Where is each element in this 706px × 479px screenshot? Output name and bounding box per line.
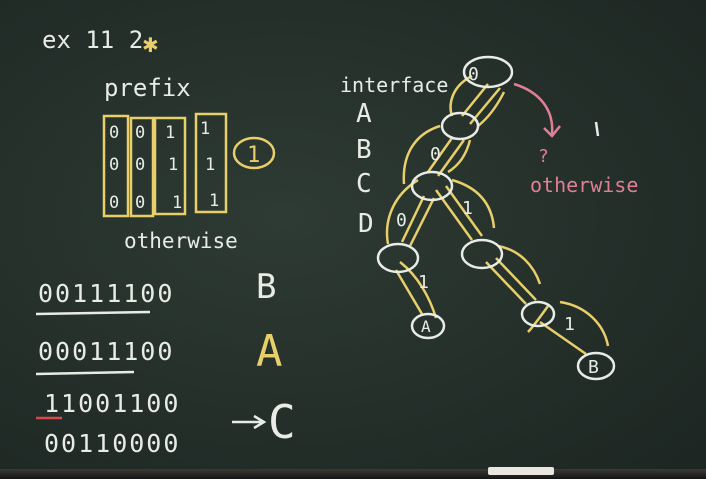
- title-text: ex 11 2: [42, 26, 143, 54]
- edge-label: 1: [564, 314, 575, 335]
- interface-label: interface: [340, 73, 448, 97]
- tree-node: [440, 111, 480, 141]
- arrow-to-c: [232, 414, 267, 430]
- edge-label: 1: [418, 272, 429, 293]
- circled-one-text: 1: [247, 143, 260, 168]
- prefix-box-1: [102, 114, 130, 218]
- tree-edge: [495, 257, 537, 301]
- edge-label: 0: [430, 144, 441, 165]
- star-mark: ✱: [142, 33, 159, 57]
- pink-question-mark: ?: [538, 146, 549, 167]
- tree-nodes: [376, 55, 616, 381]
- eraser: [488, 467, 554, 475]
- tree-node-root: [462, 55, 514, 89]
- leaf-a-label: A: [421, 317, 431, 336]
- tree-arrow: [559, 300, 610, 347]
- interface-item: C: [356, 169, 372, 199]
- tree-edge: [444, 185, 484, 237]
- prefix-digit: 0: [109, 193, 119, 213]
- otherwise-left: otherwise: [124, 229, 238, 253]
- interface-list: A B C D: [356, 99, 374, 239]
- prefix-digit: 1: [205, 155, 215, 175]
- tree-edge: [485, 261, 527, 305]
- prefix-box-4: [194, 112, 228, 214]
- prefix-digits: 0 0 0 0 0 0 1 1 1 1 1 1: [109, 119, 219, 213]
- interface-item: B: [356, 135, 372, 165]
- prefix-digit: 1: [172, 193, 182, 213]
- tree-arrow: [527, 305, 550, 333]
- binary-row-2-letter: A: [256, 326, 283, 377]
- tree-edge: [426, 137, 454, 173]
- binary-row-3: 11001100: [44, 389, 180, 418]
- interface-item: D: [358, 209, 374, 239]
- prefix-digit: 0: [135, 193, 145, 213]
- prefix-boxes: [102, 112, 228, 218]
- chalk-ledge: [0, 469, 706, 479]
- leaf-b-label: B: [588, 357, 599, 378]
- prefix-digit: 0: [109, 123, 119, 143]
- prefix-box-2: [129, 116, 155, 218]
- tree-edge: [461, 83, 489, 117]
- tree-leaf-b: [576, 351, 616, 381]
- interface-item: A: [356, 99, 372, 129]
- tree-node: [520, 300, 556, 328]
- tree-leaf-a: [410, 312, 446, 340]
- binary-row-1: 00111100: [38, 279, 174, 308]
- prefix-digit: 1: [165, 123, 175, 143]
- binary-row-4-letter: C: [268, 395, 296, 449]
- tree-node: [460, 238, 504, 270]
- tree-arrow: [399, 261, 438, 319]
- tree-edge: [539, 320, 587, 356]
- binary-row-1-letter: B: [256, 267, 276, 307]
- tree-edge: [394, 269, 424, 315]
- binary-row-2: 00011100: [38, 337, 174, 366]
- tree-arrow: [477, 91, 506, 127]
- edge-label: 1: [462, 198, 473, 219]
- edge-label: 0: [396, 210, 407, 231]
- tree-arrow: [402, 124, 441, 185]
- otherwise-arrow: [513, 82, 561, 138]
- tree-edge: [408, 197, 436, 247]
- underline-row-1: [35, 310, 151, 316]
- circled-one-outline: [232, 136, 276, 170]
- prefix-digit: 0: [135, 155, 145, 175]
- prefix-digit: 1: [209, 191, 219, 211]
- tree-node: [376, 242, 420, 274]
- tree-edge-labels: 0 0 1 0 1 1: [396, 64, 575, 335]
- tree-arrow: [451, 178, 496, 229]
- prefix-box-3: [153, 116, 187, 216]
- prefix-label: prefix: [104, 74, 191, 102]
- tree-node: [410, 170, 454, 202]
- edge-label: 0: [468, 64, 479, 85]
- tree-arrow: [497, 244, 542, 285]
- prefix-digit: 1: [200, 119, 210, 139]
- underline-row-2: [35, 370, 135, 376]
- prefix-digit: 0: [109, 155, 119, 175]
- chalk-tick: [594, 121, 600, 137]
- tree-edge: [436, 139, 466, 177]
- binary-row-4: 00110000: [44, 429, 180, 458]
- prefix-digit: 0: [135, 123, 145, 143]
- prefix-digit: 1: [168, 155, 178, 175]
- tree-arrow: [447, 139, 472, 174]
- tree-edge: [400, 195, 426, 243]
- tree-arrows: [385, 74, 610, 347]
- otherwise-right: otherwise: [530, 173, 638, 197]
